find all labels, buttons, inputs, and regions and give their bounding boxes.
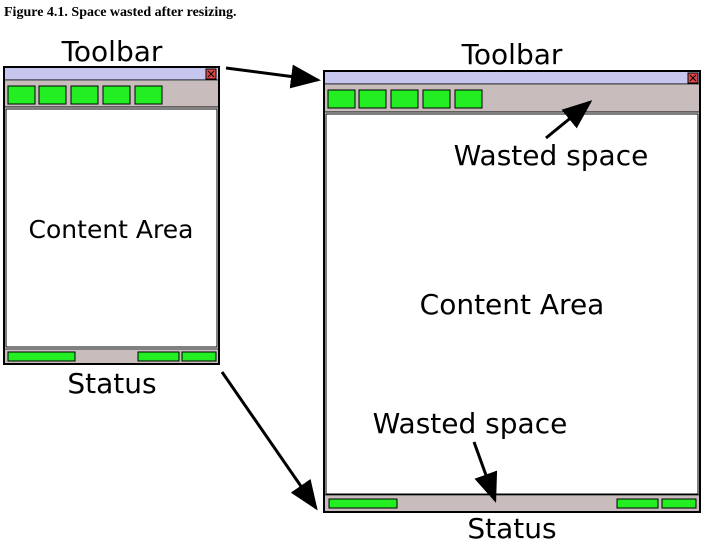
large-window-title-bar bbox=[325, 72, 699, 84]
small-status-label: Status bbox=[67, 367, 156, 400]
small-window-title-bar bbox=[5, 68, 218, 80]
status-wasted-space-arrow bbox=[472, 441, 498, 503]
large-status-label: Status bbox=[467, 512, 556, 545]
large-toolbar-button[interactable] bbox=[422, 89, 451, 109]
large-status-indicator bbox=[616, 498, 659, 509]
small-window-close-icon bbox=[205, 68, 217, 80]
large-toolbar-button[interactable] bbox=[358, 89, 387, 109]
large-window-close-icon bbox=[687, 72, 699, 84]
small-status-indicator bbox=[7, 351, 76, 362]
small-content-area bbox=[5, 108, 218, 348]
small-content-area-label: Content Area bbox=[29, 215, 194, 244]
large-toolbar-label: Toolbar bbox=[461, 38, 563, 71]
small-status-indicator bbox=[181, 351, 217, 362]
figure-caption: Figure 4.1. Space wasted after resizing. bbox=[4, 5, 237, 20]
small-toolbar-label: Toolbar bbox=[61, 35, 163, 68]
toolbar-resize-arrow bbox=[225, 64, 321, 89]
small-toolbar-button[interactable] bbox=[134, 85, 163, 105]
small-toolbar-button[interactable] bbox=[70, 85, 99, 105]
large-toolbar-button[interactable] bbox=[327, 89, 356, 109]
large-content-area bbox=[325, 113, 699, 495]
small-status-indicator bbox=[137, 351, 180, 362]
status-wasted-space-label: Wasted space bbox=[373, 407, 568, 440]
large-status-indicator bbox=[328, 498, 398, 509]
large-toolbar-button[interactable] bbox=[454, 89, 483, 109]
toolbar-wasted-space-arrow bbox=[545, 100, 593, 140]
toolbar-wasted-space-label: Wasted space bbox=[454, 139, 649, 172]
large-window-status-bar bbox=[325, 496, 699, 511]
large-window: Content Area bbox=[323, 70, 701, 513]
small-toolbar-button[interactable] bbox=[7, 85, 36, 105]
large-status-indicator bbox=[661, 498, 697, 509]
status-resize-arrow bbox=[220, 371, 318, 511]
large-toolbar-button[interactable] bbox=[390, 89, 419, 109]
small-toolbar-button[interactable] bbox=[102, 85, 131, 105]
large-content-area-label: Content Area bbox=[420, 288, 605, 321]
small-window: Content Area bbox=[3, 66, 220, 365]
large-window-toolbar bbox=[325, 85, 699, 112]
small-toolbar-button[interactable] bbox=[38, 85, 67, 105]
